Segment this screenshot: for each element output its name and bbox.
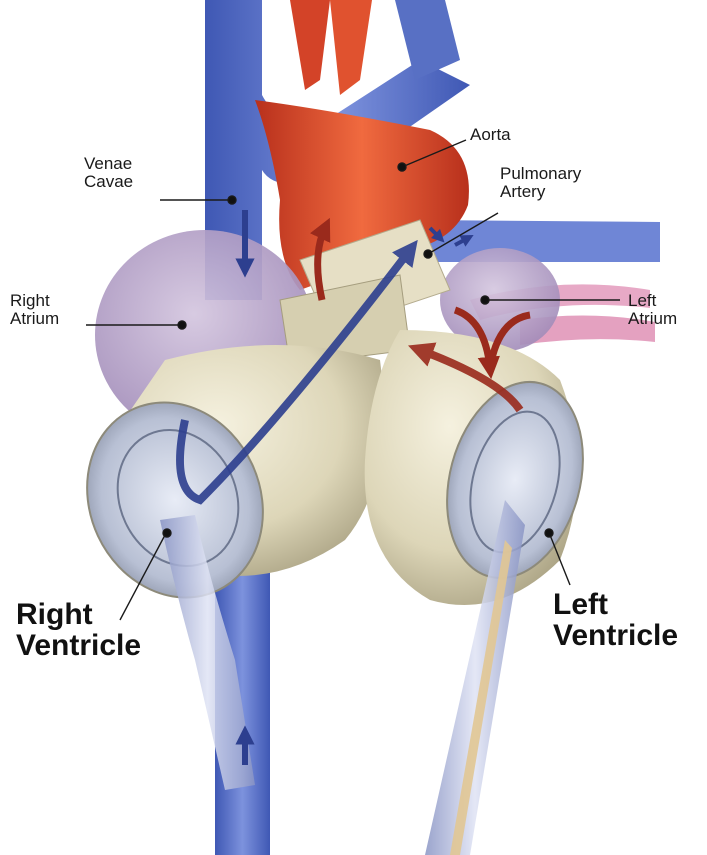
label-left-atrium: Left Atrium	[628, 292, 677, 329]
label-venae-cavae: Venae Cavae	[84, 155, 133, 192]
left-ventricle-device	[365, 330, 604, 605]
label-aorta: Aorta	[470, 126, 511, 144]
label-right-ventricle: Right Ventricle	[16, 600, 141, 661]
pulmonary-vessel	[420, 220, 660, 262]
label-pulmonary-artery: Pulmonary Artery	[500, 165, 581, 202]
label-left-ventricle: Left Ventricle	[553, 590, 678, 651]
right-ventricle-device	[56, 345, 384, 627]
label-right-atrium: Right Atrium	[10, 292, 59, 329]
